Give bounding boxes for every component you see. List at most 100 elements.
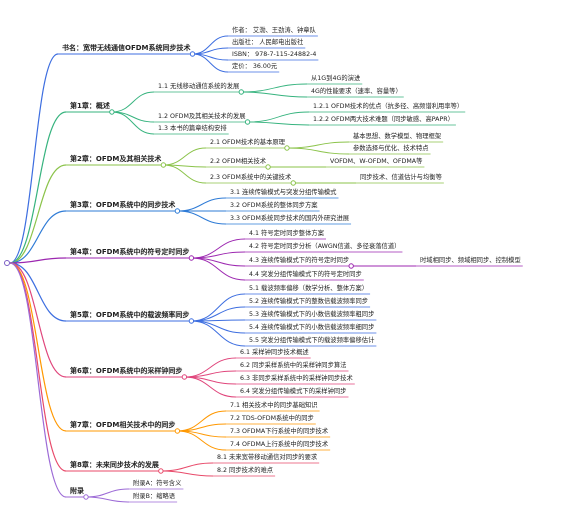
leaf-4-3-a[interactable]: 时域相同步、频域相同步、控制模型 [420, 257, 521, 264]
isbn-leaf[interactable]: ISBN： 978-7-115-24882-4 [232, 51, 317, 58]
section-8-2-connector [160, 470, 214, 477]
section-5-4[interactable]: 5.4 连续传输模式下的小数倍载波频率细同步 [249, 324, 375, 331]
section-4-4-connector [191, 257, 246, 281]
leaf-2-1-a-connector [286, 141, 350, 149]
leaf-1-1-b[interactable]: 4G的性能要求（速率、容量等） [311, 88, 402, 95]
section-3-2[interactable]: 3.2 OFDM系统的整体同步方案 [230, 202, 318, 209]
section-6-1[interactable]: 6.1 采样钟同步技术概述 [240, 349, 309, 356]
publisher-leaf[interactable]: 出版社： 人民邮电出版社 [232, 39, 304, 46]
section-1-3[interactable]: 1.3 本书的篇章结构安排 [158, 125, 227, 132]
section-5-2-connector [191, 306, 246, 322]
leaf-1-2-a-connector [247, 111, 310, 123]
section-4-4[interactable]: 4.4 突发分组传输模式下的符号定时同步 [249, 271, 362, 278]
appendix-b[interactable]: 附录B：缩略语 [133, 493, 176, 500]
section-4-2[interactable]: 4.2 符号定时同步分析（AWGN信道、多径衰落信道） [249, 243, 401, 250]
leaf-1-2-b-connector [247, 121, 310, 126]
chapter-5-node-expander [188, 318, 195, 324]
book-title-node[interactable]: 书名：宽带无线通信OFDM系统同步技术 [62, 44, 191, 52]
section-7-2[interactable]: 7.2 TDS-OFDM系统中的同步 [230, 415, 314, 422]
section-1-1-expander [238, 89, 244, 95]
chapter-6-node-expander [181, 374, 188, 380]
section-3-1-connector [177, 197, 227, 212]
section-1-2[interactable]: 1.2 OFDM及其相关技术的发展 [158, 113, 246, 120]
chapter-7-node[interactable]: 第7章：OFDM相关技术中的同步 [70, 421, 176, 429]
section-2-1-expander [284, 145, 290, 151]
leaf-2-1-b[interactable]: 参数选择与优化、技术特点 [353, 145, 429, 152]
leaf-1-2-a[interactable]: 1.2.1 OFDM技术的优点（抗多径、高频谱利用率等） [313, 103, 464, 110]
section-8-2[interactable]: 8.2 同步技术的难点 [217, 467, 274, 474]
section-3-1[interactable]: 3.1 连续传输模式与突发分组传输模式 [230, 189, 337, 196]
section-1-2-expander [244, 119, 251, 125]
chapter-8-node-expander [158, 468, 164, 474]
price-leaf[interactable]: 定价： 36.00元 [232, 63, 278, 70]
chapter-4-node[interactable]: 第4章：OFDM系统中的符号定时同步 [70, 248, 190, 256]
leaf-2-1-a[interactable]: 基本思想、数学模型、物理框架 [353, 133, 442, 140]
section-2-3-connector [163, 164, 207, 184]
appendix-node-connector [9, 262, 67, 498]
chapter-2-node-connector [9, 164, 67, 264]
section-5-1[interactable]: 5.1 载波频率偏移（数学分析、整体方案） [249, 285, 369, 292]
chapter-8-node[interactable]: 第8章：未来同步技术的发展 [70, 461, 159, 469]
book-title-node-expander [189, 51, 196, 57]
section-2-2[interactable]: 2.2 OFDM相关技术 [210, 158, 267, 165]
section-2-3-expander [290, 180, 296, 186]
chapter-8-node-connector [9, 262, 67, 472]
section-8-1-connector [160, 462, 214, 472]
section-2-1-connector [163, 147, 207, 166]
chapter-7-node-connector [9, 262, 67, 432]
price-leaf-connector [192, 53, 229, 73]
section-7-3[interactable]: 7.3 OFDMA下行系统中的同步技术 [230, 428, 329, 435]
author-leaf[interactable]: 作者： 艾渤、王劲涛、钟章队 [232, 27, 316, 34]
section-2-3[interactable]: 2.3 OFDM系统中的关键技术 [210, 174, 292, 181]
section-6-4-connector [184, 376, 237, 398]
appendix-a-connector [85, 488, 130, 498]
section-2-1[interactable]: 2.1 OFDM技术的基本原理 [210, 139, 285, 146]
section-5-3[interactable]: 5.3 连续传输模式下的小数倍载波频率粗同步 [249, 311, 375, 318]
root-node[interactable] [4, 260, 10, 266]
leaf-1-1-a[interactable]: 从1G到4G的演进 [311, 75, 361, 82]
section-6-4[interactable]: 6.4 突发分组传输模式下的采样钟同步 [240, 388, 347, 395]
appendix-a[interactable]: 附录A：符号含义 [133, 480, 182, 487]
leaf-1-2-b[interactable]: 1.2.2 OFDM两大技术难题（同步敏感、高PAPR） [313, 116, 454, 123]
leaf-2-1-b-connector [286, 147, 350, 155]
chapter-1-node-connector [9, 111, 67, 264]
leaf-2-2-a[interactable]: VOFDM、W-OFDM、OFDMA等 [330, 158, 423, 165]
chapter-3-node-expander [174, 208, 181, 214]
section-1-1[interactable]: 1.1 无线移动通信系统的发展 [158, 83, 240, 90]
chapter-3-node-connector [9, 210, 67, 264]
section-3-3[interactable]: 3.3 OFDM系统同步技术的国内外研究进展 [230, 215, 350, 222]
section-4-3-expander [348, 263, 354, 269]
appendix-node-expander [83, 494, 89, 500]
section-3-3-connector [177, 210, 227, 225]
section-1-3-connector [111, 111, 155, 135]
leaf-2-3-a[interactable]: 同步技术、信道估计与均衡等 [360, 174, 442, 181]
section-7-4[interactable]: 7.4 OFDMA上行系统中的同步技术 [230, 441, 329, 448]
section-6-3[interactable]: 6.3 非同步采样系统中的采样钟同步技术 [240, 375, 353, 382]
section-5-5[interactable]: 5.5 突发分组传输模式下的载波频率偏移估计 [249, 337, 375, 344]
chapter-2-node-expander [160, 162, 167, 168]
chapter-1-node-expander [109, 109, 115, 115]
leaf-1-1-a-connector [241, 83, 308, 93]
section-4-1[interactable]: 4.1 符号定时同步整体方案 [249, 230, 324, 237]
appendix-b-connector [85, 496, 130, 503]
section-5-2[interactable]: 5.2 连续传输模式下的整数倍载波频率同步 [249, 298, 369, 305]
book-title-connector [9, 53, 59, 264]
section-7-4-connector [177, 430, 227, 451]
section-2-2-expander [265, 164, 271, 170]
chapter-1-node[interactable]: 第1章：概述 [70, 102, 110, 110]
chapter-4-node-connector [9, 257, 67, 264]
chapter-6-node[interactable]: 第6章：OFDM系统中的采样钟同步 [70, 367, 183, 375]
section-6-2[interactable]: 6.2 同步采样系统中的采样钟同步算法 [240, 362, 347, 369]
chapter-3-node[interactable]: 第3章：OFDM系统中的同步技术 [70, 201, 176, 209]
section-8-1[interactable]: 8.1 未来宽带移动通信对同步的要求 [217, 454, 318, 461]
section-1-2-connector [111, 111, 155, 123]
section-1-1-connector [111, 91, 155, 113]
chapter-6-node-connector [9, 262, 67, 378]
chapter-2-node[interactable]: 第2章：OFDM及其相关技术 [70, 155, 162, 163]
appendix-node[interactable]: 附录 [70, 487, 84, 495]
chapter-4-node-expander [188, 255, 195, 261]
section-7-1[interactable]: 7.1 相关技术中的同步基础知识 [230, 402, 318, 409]
section-4-3[interactable]: 4.3 连续传输模式下的符号定时同步 [249, 257, 350, 264]
chapter-5-node[interactable]: 第5章：OFDM系统中的载波频率同步 [70, 311, 190, 319]
